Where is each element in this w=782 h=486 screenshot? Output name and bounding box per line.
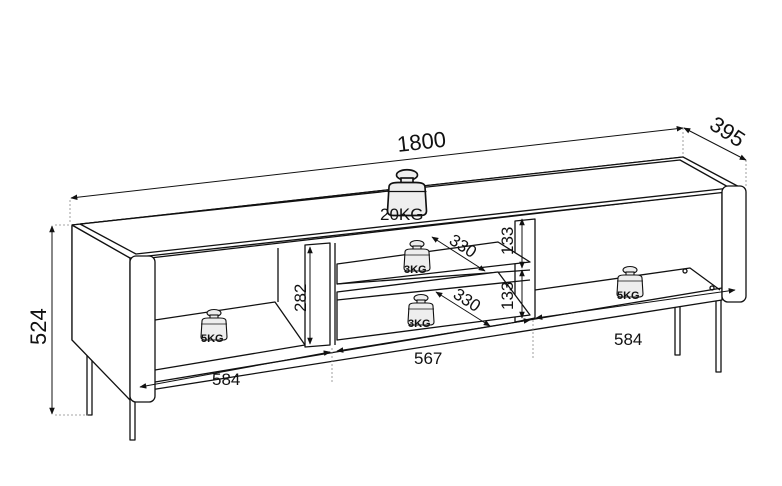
weight-left-compartment-label: 5KG bbox=[201, 333, 224, 345]
leg-front-right bbox=[715, 299, 722, 373]
middle-compartment-width-label: 567 bbox=[414, 349, 442, 368]
width-label: 1800 bbox=[396, 127, 447, 157]
depth-dimension-line bbox=[683, 127, 747, 161]
height-label: 524 bbox=[26, 308, 51, 345]
compartment-height-label: 282 bbox=[291, 284, 310, 312]
leg-back-right bbox=[674, 304, 681, 356]
depth-label: 395 bbox=[705, 111, 749, 152]
dimension-lines bbox=[49, 125, 747, 415]
weight-top-label: 20KG bbox=[380, 205, 423, 224]
weight-right-compartment-label: 5KG bbox=[617, 290, 640, 302]
width-dimension-line bbox=[70, 125, 684, 201]
left-compartment-width-label: 584 bbox=[212, 370, 240, 389]
right-compartment-width-label: 584 bbox=[614, 330, 642, 349]
weight-upper-shelf-label: 3KG bbox=[404, 264, 427, 276]
left-front-panel bbox=[129, 255, 156, 403]
leg-front-left bbox=[129, 397, 136, 441]
upper-shelf-height-label: 133 bbox=[498, 227, 517, 255]
right-front-panel bbox=[721, 185, 747, 303]
weight-lower-shelf-label: 3KG bbox=[408, 318, 431, 330]
lower-shelf-height-label: 133 bbox=[498, 282, 517, 310]
